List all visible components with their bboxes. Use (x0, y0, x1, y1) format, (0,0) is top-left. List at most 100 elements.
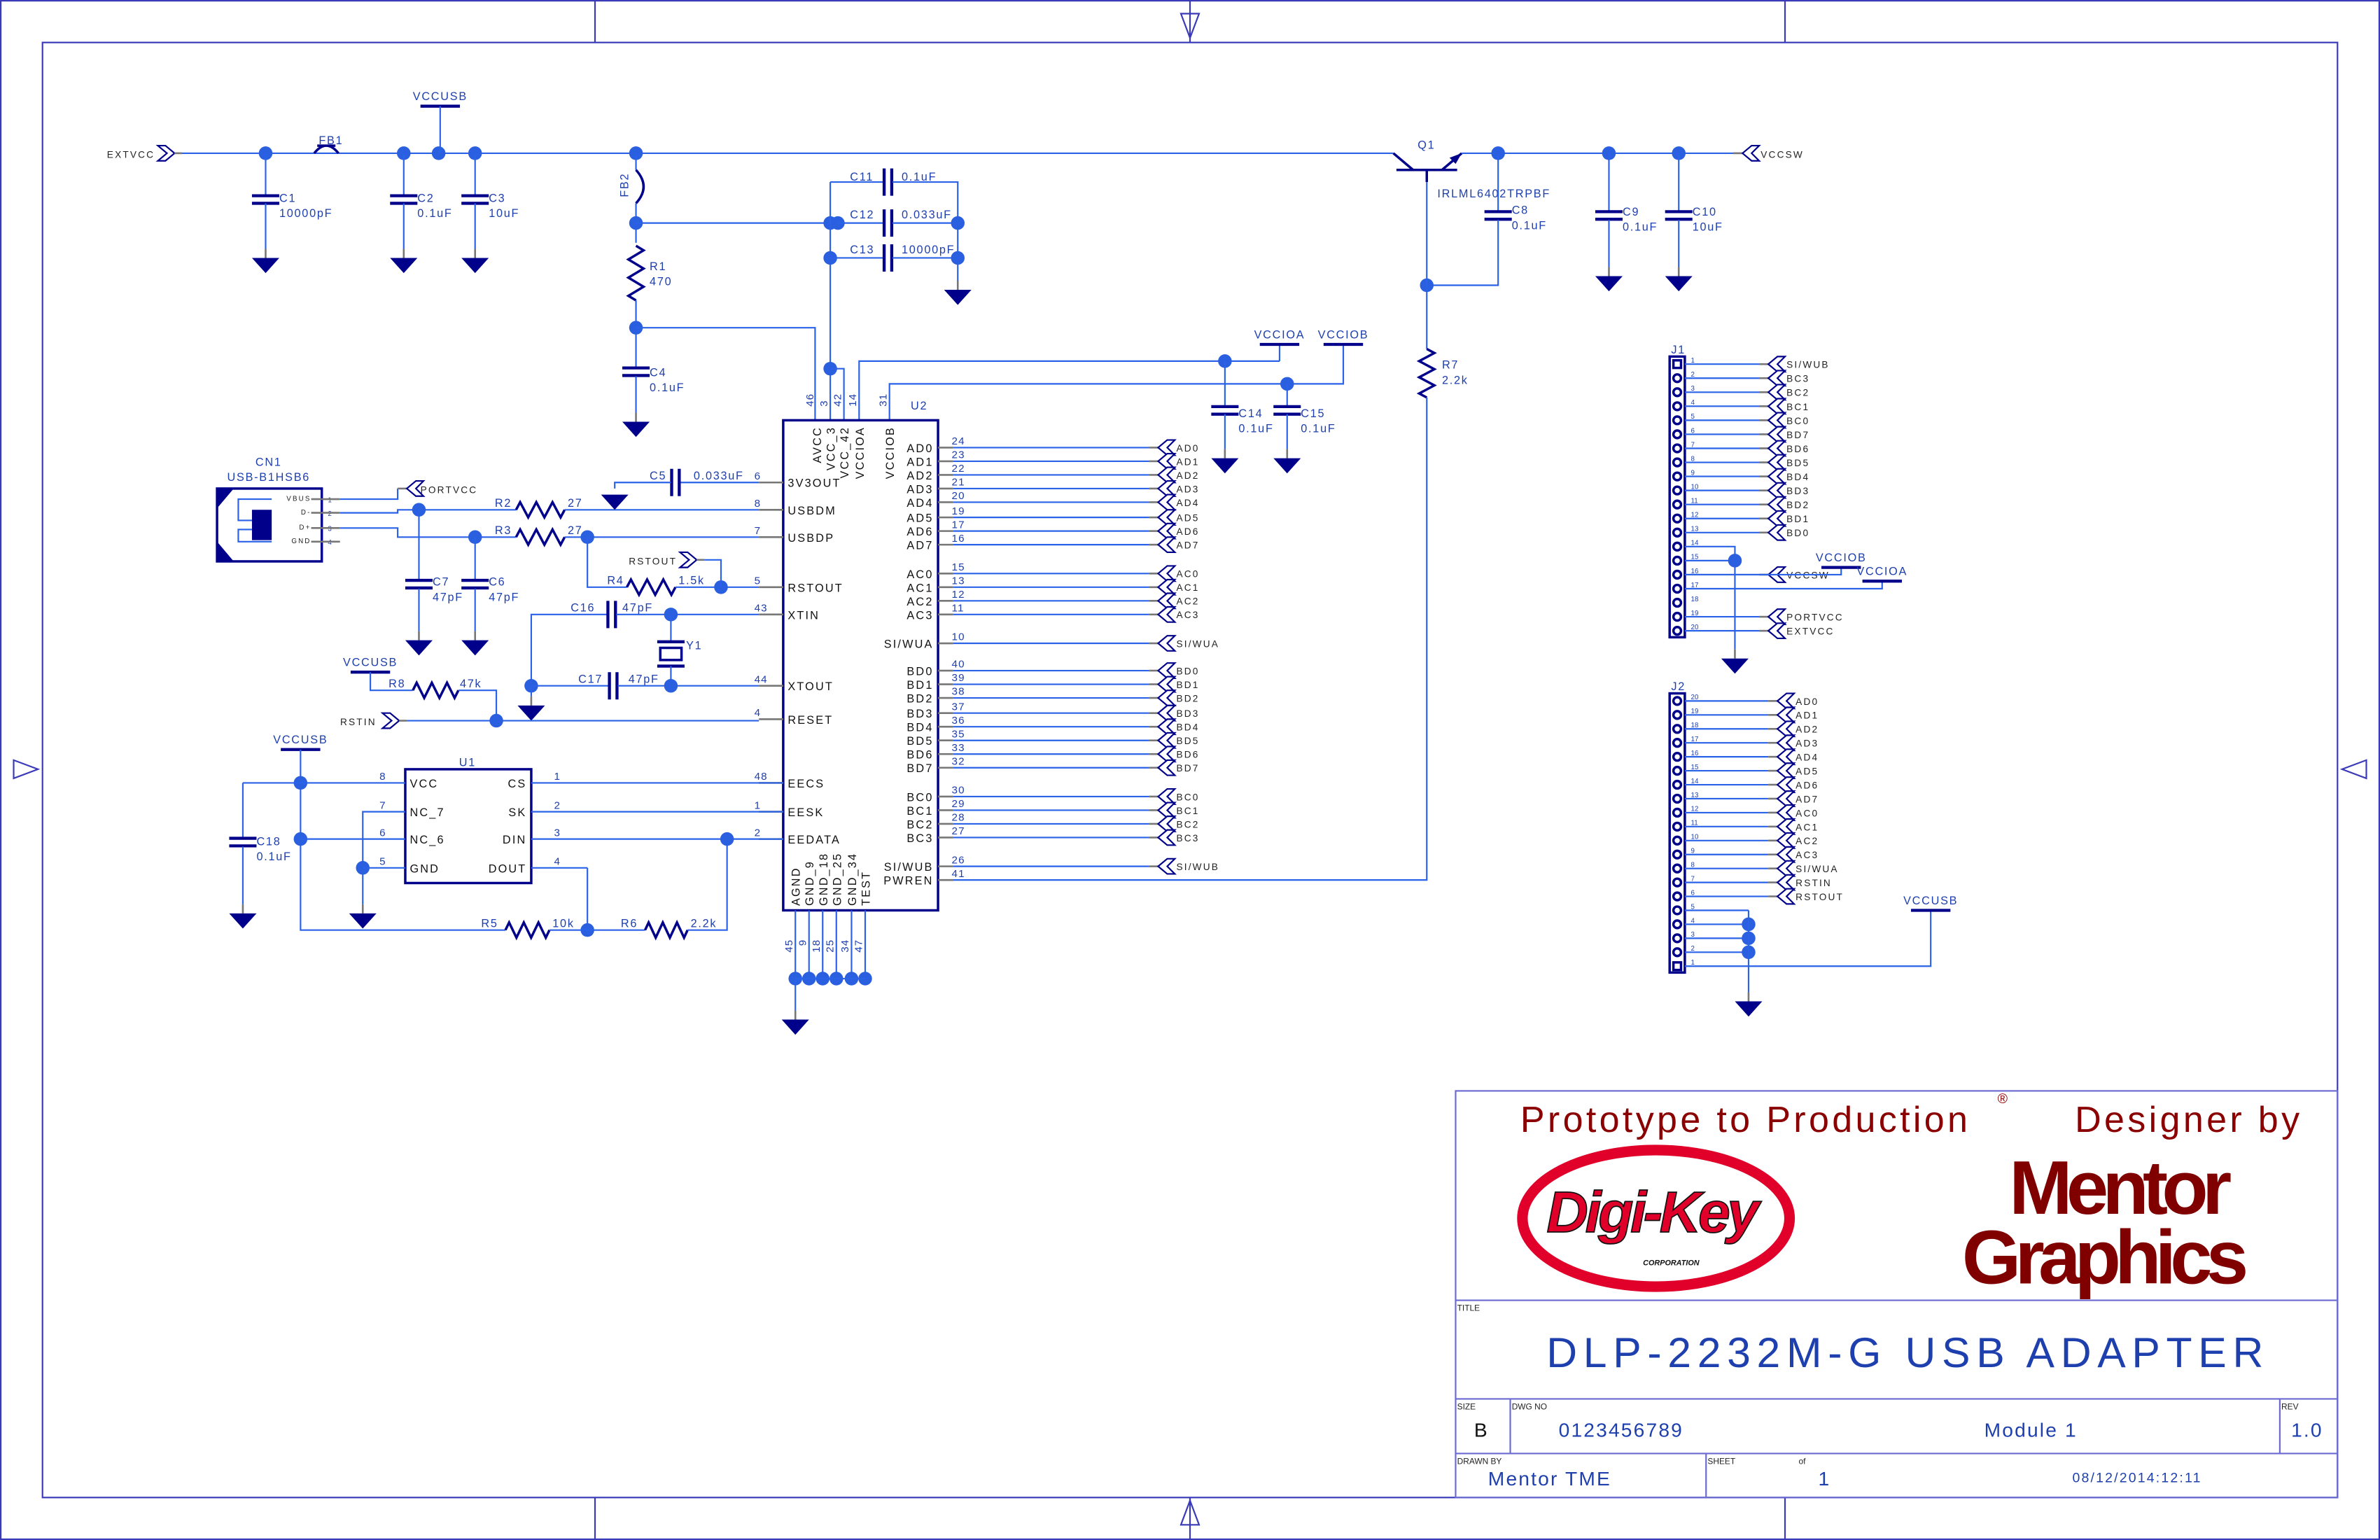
net-label: BD1 (1786, 514, 1809, 524)
pin-name: D+ (299, 524, 311, 531)
pin-number: 20 (1691, 624, 1699, 631)
pin-name: AD1 (906, 456, 933, 468)
pin-number: 48 (755, 771, 768, 783)
graphics-logo-text: Graphics (1962, 1215, 2246, 1300)
power-label: VCCIOB (1816, 552, 1867, 564)
net-label: AD4 (1795, 752, 1819, 763)
net-label: BC0 (1786, 416, 1809, 426)
pin-circle-icon (1672, 877, 1683, 888)
junction-dot (858, 972, 872, 986)
refdes-C12: C12 (850, 209, 874, 221)
pin-circle-icon (1672, 597, 1683, 608)
net-label: BC0 (1176, 792, 1199, 802)
pin-number: 9 (1691, 469, 1695, 477)
pin-name: GND (291, 538, 311, 545)
pin-name: AVCC (811, 426, 824, 463)
header-J1 (1668, 355, 1686, 639)
pin-name: BC3 (906, 832, 933, 845)
pin-circle-icon (1672, 583, 1683, 594)
ic-U1-body (404, 768, 533, 885)
pin-number: 27 (952, 825, 965, 837)
wire (587, 537, 627, 588)
net-label: BC2 (1176, 819, 1199, 830)
port-in-icon (1156, 635, 1177, 652)
net-label: AC3 (1795, 850, 1819, 860)
pin-name: EESK (788, 806, 824, 819)
wire (938, 397, 1428, 881)
pin-name: AD2 (906, 470, 933, 482)
pin-name: VCCIOA (854, 426, 867, 479)
dwg-no-value: 0123456789 (1559, 1419, 1684, 1441)
pin-number: 1 (755, 799, 762, 811)
refdes-C17: C17 (578, 673, 603, 685)
pin-number: 20 (1691, 694, 1699, 701)
net-label: BD5 (1786, 458, 1809, 468)
pin-number: 14 (1691, 540, 1699, 547)
power-label: VCCUSB (413, 90, 468, 103)
pin-number: 4 (755, 707, 762, 719)
capacitor-C1 (251, 194, 279, 205)
port-in-icon (1776, 734, 1796, 752)
pin-number: 4 (1691, 917, 1695, 925)
pin-number: 7 (1691, 441, 1695, 449)
capacitor-C16 (606, 601, 617, 629)
net-label: BD5 (1176, 736, 1199, 746)
pin-name: AC0 (906, 568, 933, 581)
pin-circle-icon (1672, 696, 1683, 706)
port-in-icon (1776, 776, 1796, 793)
ground-icon (1665, 276, 1693, 292)
value-R7: 2.2k (1442, 374, 1469, 386)
refdes-R7: R7 (1442, 359, 1459, 372)
net-label: AC3 (1176, 610, 1199, 620)
pin-circle-icon (1672, 541, 1683, 552)
refdes-C18: C18 (256, 835, 281, 848)
net-label: BD3 (1786, 486, 1809, 496)
pin-circle-icon (1672, 765, 1683, 776)
port-in-icon (1776, 804, 1796, 821)
pin-name: SK (508, 806, 526, 819)
capacitor-C6 (461, 578, 489, 590)
ground-icon (349, 913, 377, 929)
sheet-number: 1 (1818, 1467, 1830, 1490)
pin-number: 18 (1691, 596, 1699, 603)
pin-number: 5 (1691, 413, 1695, 421)
capacitor-C7 (405, 578, 433, 590)
pin-name: RESET (788, 714, 833, 727)
port-in-icon (1767, 440, 1787, 457)
pin-name: AD0 (906, 442, 933, 455)
wire (458, 690, 498, 721)
date-stamp: 08/12/2014:12:11 (2073, 1471, 2202, 1486)
refdes-R1: R1 (650, 260, 666, 273)
ground-icon (1273, 458, 1301, 474)
pin-name: BD1 (906, 679, 933, 692)
refdes-C14: C14 (1238, 407, 1263, 420)
value-C8: 0.1uF (1512, 219, 1547, 232)
net-label: AD0 (1795, 696, 1819, 707)
refdes-C1: C1 (279, 192, 296, 204)
pin-name: GND (410, 862, 440, 875)
pin-circle-icon (1672, 779, 1683, 790)
pin-number: 39 (952, 672, 965, 684)
port-in-icon (1156, 829, 1177, 846)
resistor-R5 (504, 919, 551, 941)
drawn-by-value: Mentor TME (1488, 1467, 1611, 1490)
pin-number: 4 (1691, 399, 1695, 407)
port-in-icon (1156, 858, 1177, 875)
ground-icon (622, 421, 650, 438)
pin-number: 19 (952, 505, 965, 517)
pin-name: BD7 (906, 762, 933, 775)
value-C1: 10000pF (279, 207, 332, 220)
refdes-FB2: FB2 (619, 173, 631, 197)
pin-number: 8 (1691, 455, 1695, 463)
ground-icon (229, 913, 257, 929)
pin-number: 33 (952, 742, 965, 754)
pin-number: 4 (328, 539, 332, 547)
value-R8: 47k (460, 678, 482, 690)
pin-number: 17 (1691, 582, 1699, 589)
junction-dot (951, 216, 965, 230)
pin-circle-icon (1672, 415, 1683, 426)
resistor-R8 (412, 680, 460, 701)
pin-number: 10 (1691, 834, 1699, 841)
pin-number: 6 (1691, 889, 1695, 897)
junction-dot (720, 832, 734, 846)
